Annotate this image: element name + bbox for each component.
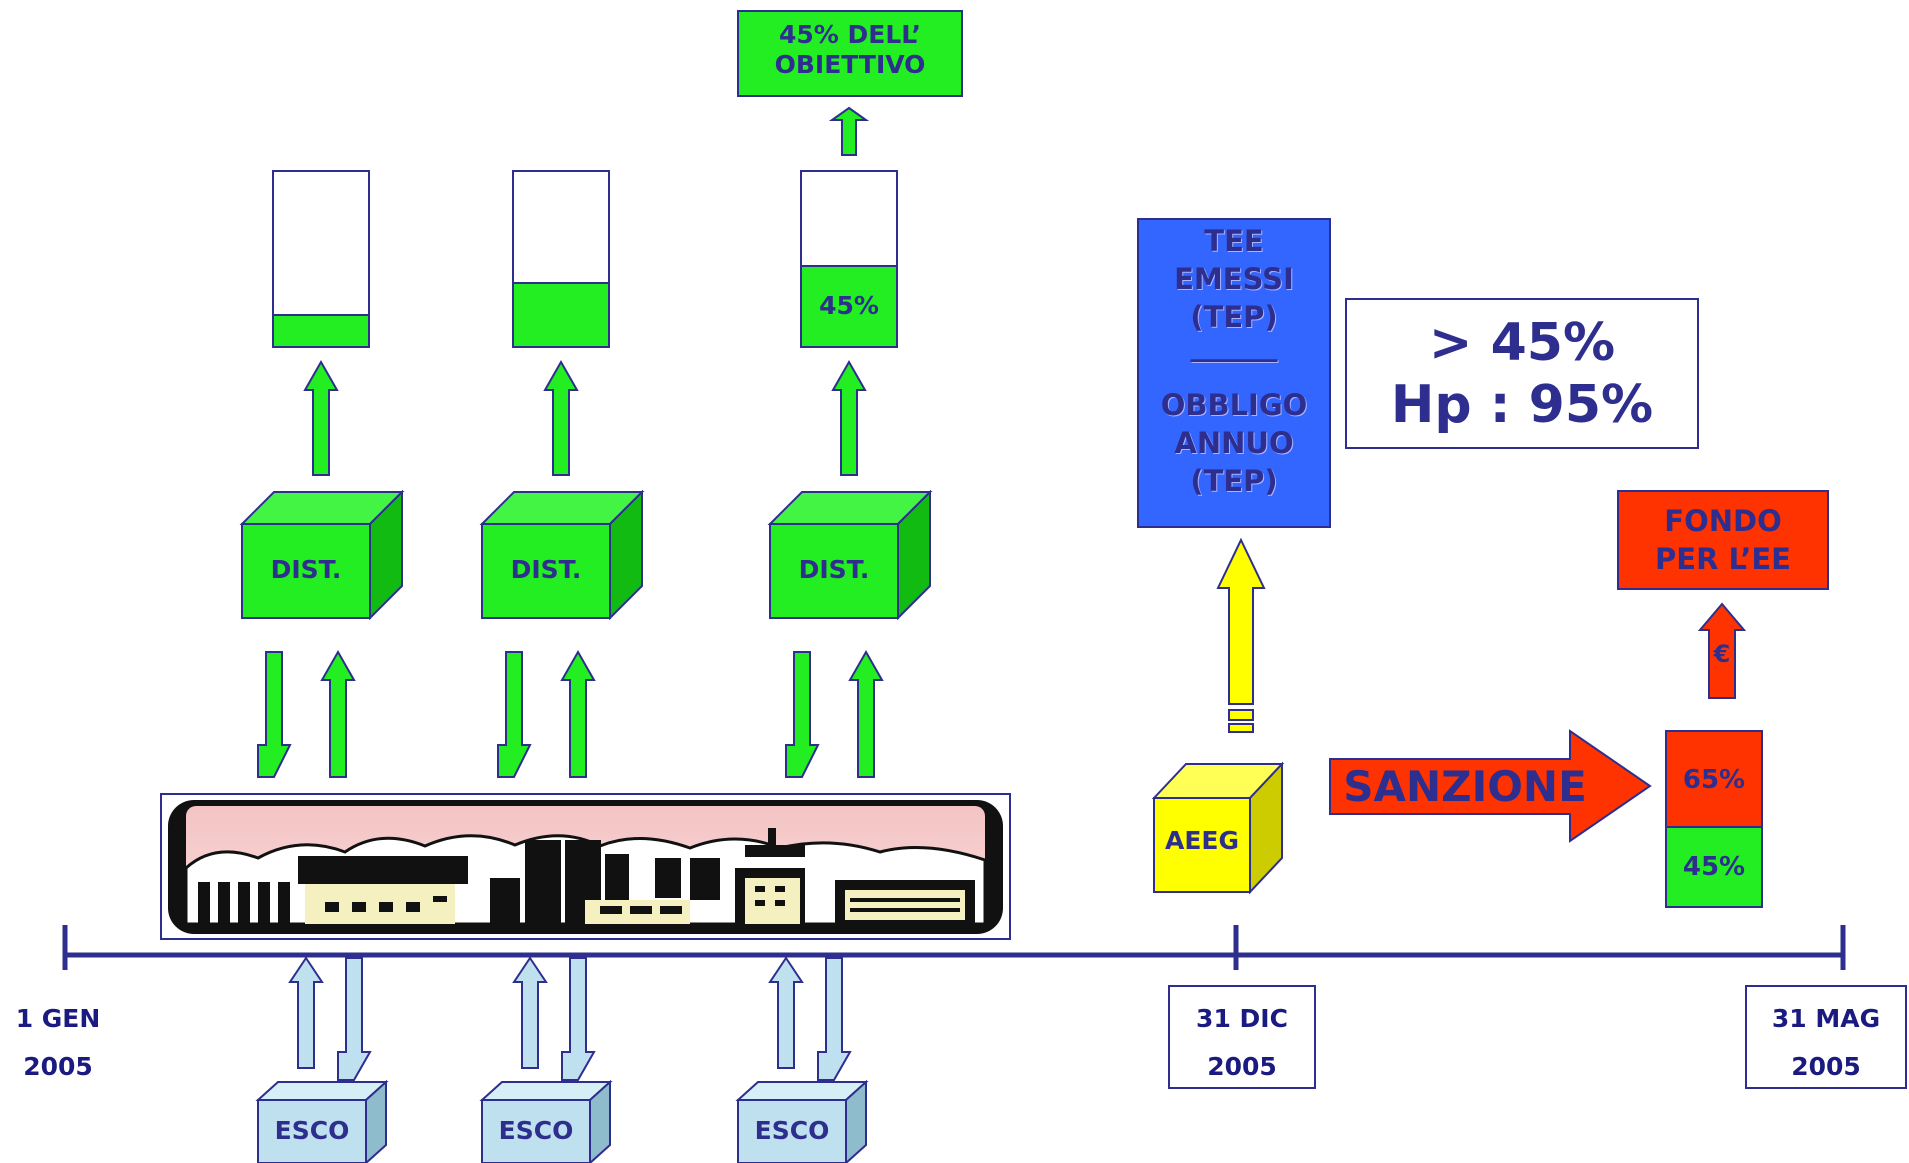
esco-label-1: ESCO — [274, 1116, 350, 1145]
aeeg-label: AEEG — [1164, 826, 1240, 855]
threshold-line-1: > 45% — [1428, 313, 1616, 373]
tee-line-6: (TEP) — [1190, 464, 1278, 498]
tee-divider: ______ — [1190, 328, 1278, 362]
tee-box-text: TEE EMESSI (TEP) ______ OBBLIGO ANNUO (T… — [1138, 222, 1330, 500]
city-skyline-picture — [160, 793, 1011, 940]
goal-line-1: 45% DELL’ — [779, 20, 921, 49]
split-bar-top-label: 65% — [1682, 765, 1746, 795]
threshold-box — [1345, 298, 1699, 449]
fund-box-text: FONDO PER L’EE — [1618, 502, 1828, 578]
dist-label-1: DIST. — [270, 555, 342, 584]
mid-date-line-1: 31 DIC — [1196, 1004, 1288, 1033]
goal-box — [737, 10, 963, 97]
esco-cube-3 — [735, 1079, 869, 1163]
gauge-1 — [272, 170, 370, 348]
tee-box — [1137, 218, 1331, 528]
euro-arrow — [1697, 602, 1747, 699]
gauge-3 — [800, 170, 898, 348]
gauge-3-label: 45% — [819, 291, 879, 320]
dist-cube-1 — [239, 489, 405, 621]
tee-line-5: ANNUO — [1174, 426, 1294, 460]
tee-line-4: OBBLIGO — [1160, 388, 1308, 422]
start-date-line-1: 1 GEN — [15, 1004, 101, 1033]
dist-label-2: DIST. — [510, 555, 582, 584]
esco-cube-1 — [255, 1079, 389, 1163]
city-esco-arrows — [288, 956, 852, 1081]
split-bar-bottom-label: 45% — [1682, 852, 1746, 882]
fund-line-2: PER L’EE — [1655, 542, 1791, 576]
mid-date-box — [1168, 985, 1316, 1089]
goal-line-2: OBIETTIVO — [774, 49, 926, 79]
dist-cube-3 — [767, 489, 933, 621]
sanction-arrow — [1329, 729, 1652, 843]
esco-cube-2 — [479, 1079, 613, 1163]
sanction-label: SANZIONE — [1343, 762, 1587, 811]
tee-line-3: (TEP) — [1190, 300, 1278, 334]
esco-label-2: ESCO — [498, 1116, 574, 1145]
timeline — [62, 925, 1846, 970]
end-date-box — [1745, 985, 1907, 1089]
threshold-line-2: Hp : 95% — [1390, 375, 1654, 435]
tee-line-1: TEE — [1204, 224, 1264, 258]
fund-line-1: FONDO — [1664, 504, 1782, 538]
goal-box-text: 45% DELL’ OBIETTIVO — [738, 20, 962, 79]
mid-date-label: 31 DIC 2005 — [1169, 995, 1315, 1091]
aeeg-cube — [1151, 761, 1285, 895]
euro-label: € — [1713, 640, 1731, 668]
threshold-box-text: > 45% Hp : 95% — [1346, 312, 1698, 436]
dist-cube-2 — [479, 489, 645, 621]
fund-box — [1617, 490, 1829, 590]
start-date-label: 1 GEN 2005 — [0, 995, 116, 1091]
start-date-line-2: 2005 — [23, 1052, 93, 1081]
mid-date-line-2: 2005 — [1207, 1052, 1277, 1081]
end-date-line-2: 2005 — [1791, 1052, 1861, 1081]
city-dist-arrows — [257, 649, 884, 778]
dist-to-gauge-arrows — [303, 359, 867, 476]
gauge-2 — [512, 170, 610, 348]
end-date-line-1: 31 MAG — [1771, 1004, 1881, 1033]
esco-label-3: ESCO — [754, 1116, 830, 1145]
goal-arrow — [828, 106, 870, 156]
dist-label-3: DIST. — [798, 555, 870, 584]
split-bar — [1665, 730, 1763, 908]
end-date-label: 31 MAG 2005 — [1746, 995, 1906, 1091]
tee-line-2: EMESSI — [1174, 262, 1294, 296]
yellow-up-arrow — [1216, 537, 1266, 733]
